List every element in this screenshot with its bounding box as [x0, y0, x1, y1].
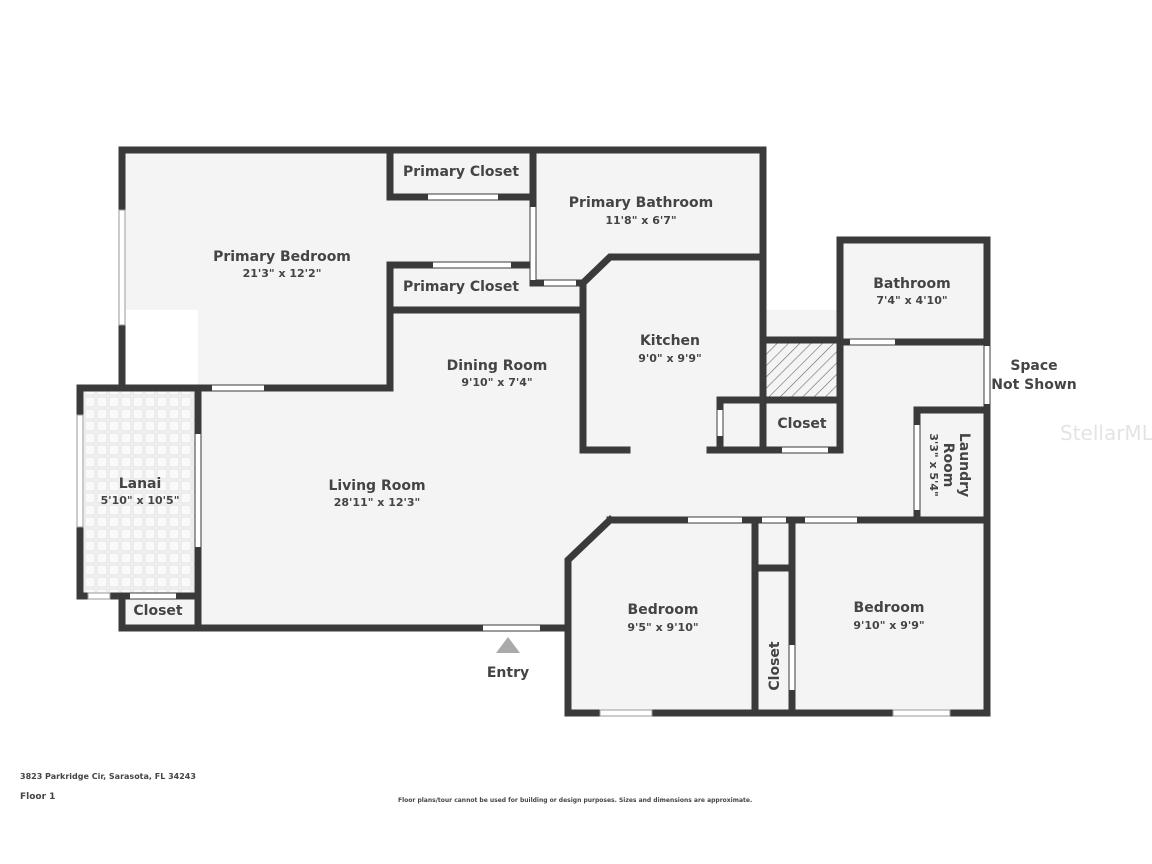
room-dims-dining-room: 9'10" x 7'4"	[461, 376, 532, 389]
space-not-shown-line1: Space	[1010, 358, 1057, 374]
laundry-room-label: Laundry Room 3'3" x 5'4"	[927, 433, 972, 497]
room-dims-lanai: 5'10" x 10'5"	[101, 494, 180, 507]
room-dims-bedroom-left: 9'5" x 9'10"	[627, 621, 698, 634]
floor-label: Floor 1	[20, 792, 56, 802]
room-dims-kitchen: 9'0" x 9'9"	[638, 352, 702, 365]
room-name-primary-closet-top: Primary Closet	[403, 164, 519, 180]
space-not-shown-line2: Not Shown	[991, 377, 1076, 393]
svg-text:Laundry: Laundry	[956, 433, 972, 497]
room-dims-primary-bedroom: 21'3" x 12'2"	[243, 267, 322, 280]
room-name-living-room: Living Room	[328, 478, 425, 494]
watermark: StellarMLS	[1060, 421, 1152, 445]
room-name-kitchen-closet: Closet	[777, 416, 827, 432]
svg-text:3'3" x 5'4": 3'3" x 5'4"	[927, 433, 940, 497]
door-openings	[130, 194, 990, 690]
room-name-primary-closet-bottom: Primary Closet	[403, 279, 519, 295]
room-dims-bathroom: 7'4" x 4'10"	[876, 294, 947, 307]
triangle-up-icon	[496, 637, 520, 653]
room-name-primary-bedroom: Primary Bedroom	[213, 249, 351, 265]
room-name-lanai-closet: Closet	[133, 603, 183, 619]
room-name-bedroom-left: Bedroom	[628, 602, 699, 618]
disclaimer: Floor plans/tour cannot be used for buil…	[398, 797, 753, 804]
room-name-hall-closet: Closet	[767, 641, 783, 691]
entry-label: Entry	[487, 665, 529, 681]
room-dims-bedroom-right: 9'10" x 9'9"	[853, 619, 924, 632]
svg-text:Room: Room	[940, 443, 956, 488]
room-name-bathroom: Bathroom	[873, 276, 951, 292]
room-dims-primary-bathroom: 11'8" x 6'7"	[605, 214, 676, 227]
room-name-bedroom-right: Bedroom	[854, 600, 925, 616]
room-name-kitchen: Kitchen	[640, 333, 700, 349]
address: 3823 Parkridge Cir, Sarasota, FL 34243	[20, 772, 196, 781]
hatched-area	[763, 340, 840, 400]
room-name-lanai: Lanai	[119, 476, 162, 492]
lanai-tile-floor	[80, 388, 198, 596]
room-dims-living-room: 28'11" x 12'3"	[334, 496, 421, 509]
room-name-primary-bathroom: Primary Bathroom	[569, 195, 713, 211]
windows	[76, 209, 951, 717]
floor-area	[122, 150, 987, 713]
room-name-dining-room: Dining Room	[447, 358, 548, 374]
